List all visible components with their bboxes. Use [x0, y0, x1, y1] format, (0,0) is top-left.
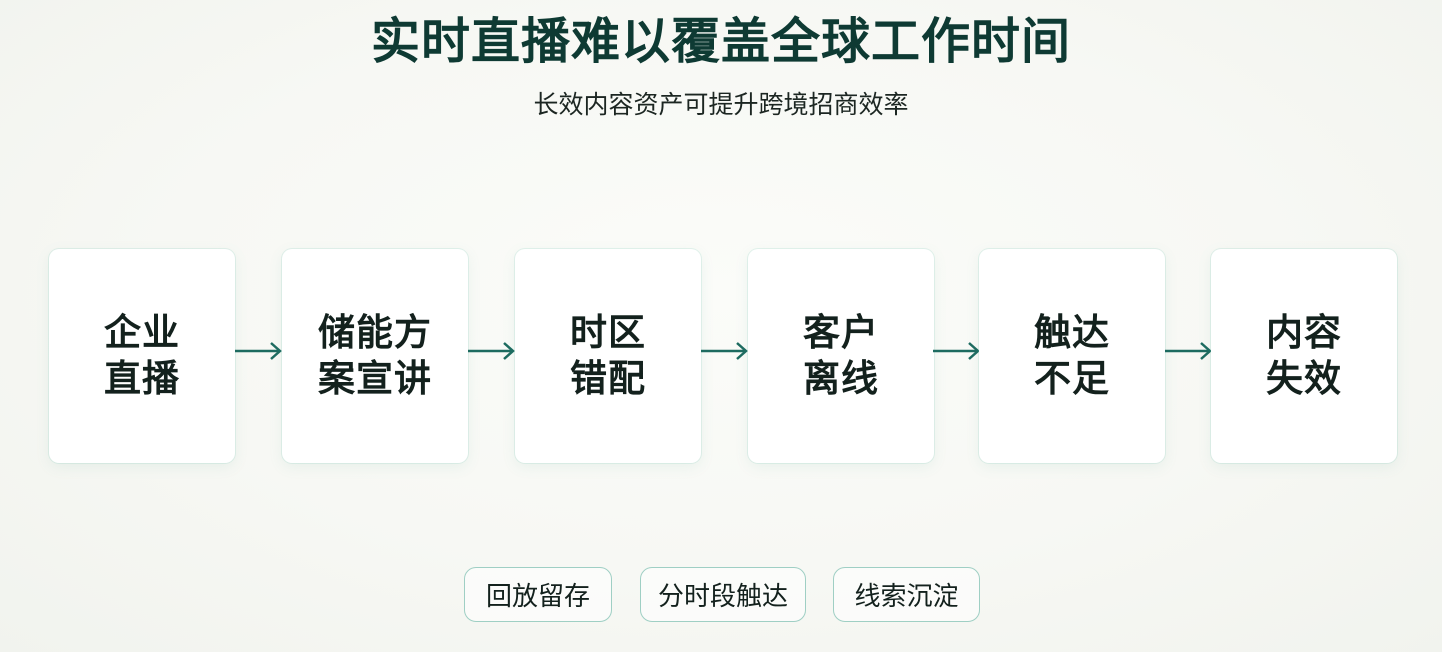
- step-label-line1: 客户: [803, 311, 879, 354]
- step-label-line2: 直播: [104, 357, 180, 400]
- step-label-line1: 时区: [570, 311, 646, 354]
- page-title: 实时直播难以覆盖全球工作时间: [370, 13, 1071, 70]
- step-label: 触达 不足: [1034, 310, 1110, 402]
- process-flow: 企业 直播 储能方 案宣讲 时区 错配 客户 离线 触达 不足: [49, 249, 1397, 463]
- step-label: 客户 离线: [803, 310, 879, 402]
- tag-lead-capture: 线索沉淀: [833, 567, 980, 622]
- step-card-3: 时区 错配: [515, 249, 701, 463]
- step-label-line1: 内容: [1266, 311, 1342, 354]
- step-label-line2: 不足: [1034, 357, 1110, 400]
- step-label: 储能方 案宣讲: [318, 310, 432, 402]
- step-label-line2: 失效: [1266, 357, 1342, 400]
- arrow-right-icon: [235, 341, 283, 361]
- step-label: 企业 直播: [104, 310, 180, 402]
- arrow-right-icon: [701, 341, 749, 361]
- arrow-right-icon: [1165, 341, 1213, 361]
- step-label: 时区 错配: [570, 310, 646, 402]
- tag-replay: 回放留存: [464, 567, 612, 622]
- step-card-5: 触达 不足: [979, 249, 1165, 463]
- step-card-4: 客户 离线: [748, 249, 934, 463]
- step-card-1: 企业 直播: [49, 249, 235, 463]
- step-label: 内容 失效: [1266, 310, 1342, 402]
- step-label-line1: 企业: [104, 311, 180, 354]
- tag-timed-reach: 分时段触达: [640, 567, 806, 622]
- step-label-line1: 触达: [1034, 311, 1110, 354]
- arrow-right-icon: [933, 341, 981, 361]
- step-label-line1: 储能方: [318, 311, 432, 354]
- page-subtitle: 长效内容资产可提升跨境招商效率: [533, 90, 909, 119]
- step-label-line2: 离线: [803, 357, 879, 400]
- step-label-line2: 案宣讲: [318, 357, 432, 400]
- step-card-6: 内容 失效: [1211, 249, 1397, 463]
- step-card-2: 储能方 案宣讲: [282, 249, 468, 463]
- step-label-line2: 错配: [570, 357, 646, 400]
- solution-tags: 回放留存 分时段触达 线索沉淀: [0, 567, 1442, 624]
- arrow-right-icon: [468, 341, 516, 361]
